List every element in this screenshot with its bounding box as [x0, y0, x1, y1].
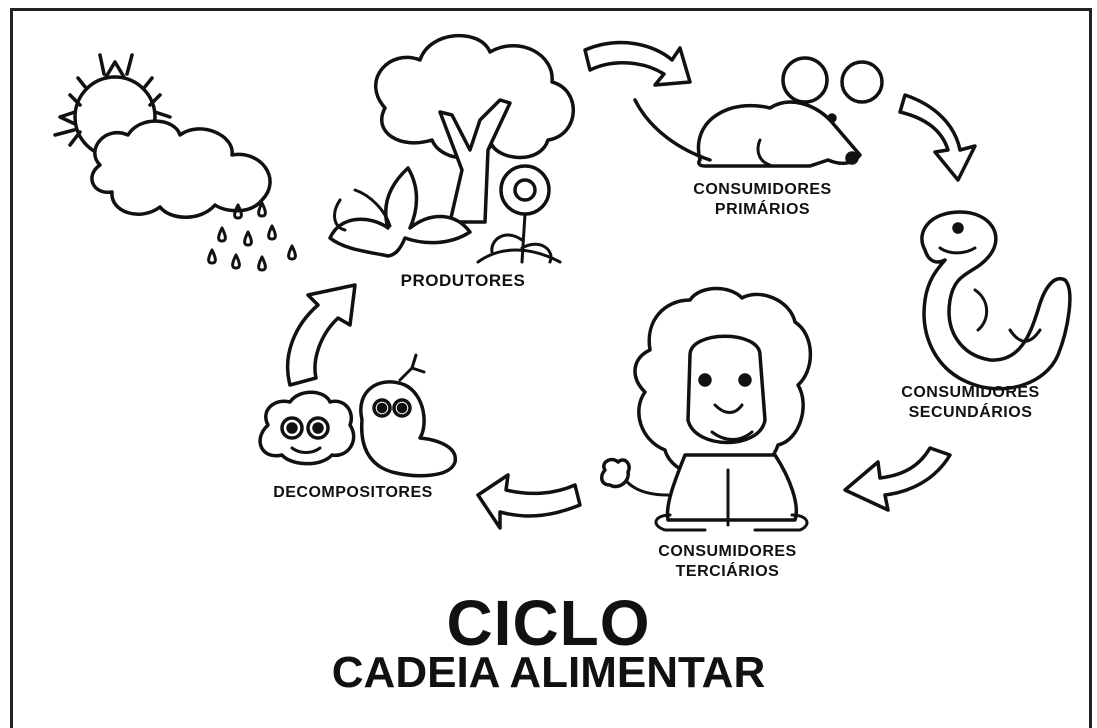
label-produtores: PRODUTORES	[378, 270, 548, 291]
sun-cloud-rain-icon	[53, 53, 297, 272]
lion-body	[665, 453, 798, 522]
secundarios-line-2: SECUNDÁRIOS	[908, 404, 1033, 421]
tree-canopy-icon	[373, 33, 576, 160]
arrow-down-icon	[898, 93, 977, 182]
terciarios-line-1: CONSUMIDORES	[658, 543, 797, 560]
tree-trunk-icon	[438, 98, 512, 224]
label-consumidores-primarios: CONSUMIDORES PRIMÁRIOS	[670, 180, 855, 220]
diagram-subtitle: CADEIA ALIMENTAR	[331, 648, 766, 697]
primarios-line-2: PRIMÁRIOS	[714, 201, 811, 218]
leafy-plant-icon	[328, 166, 472, 258]
produtores-line-1: PRODUTORES	[400, 271, 526, 290]
cloud-icon	[90, 119, 272, 219]
page-frame	[10, 8, 1092, 728]
diagram-artwork	[53, 33, 1072, 532]
arrow-left-icon	[476, 473, 582, 530]
label-consumidores-terciarios: CONSUMIDORES TERCIÁRIOS	[630, 542, 825, 582]
diagram-title: CICLO	[446, 587, 651, 659]
cycle-arrows	[285, 40, 977, 530]
producers-illustration	[328, 33, 576, 264]
primarios-line-1: CONSUMIDORES	[693, 181, 832, 198]
microbe-bean-icon	[359, 380, 457, 478]
flower-icon	[476, 164, 562, 264]
terciarios-line-2: TERCIÁRIOS	[675, 563, 780, 580]
decomposers-illustration	[258, 353, 457, 478]
secundarios-line-1: CONSUMIDORES	[901, 384, 1040, 401]
snake-icon	[920, 210, 1072, 391]
decompositores-line-1: DECOMPOSITORES	[273, 484, 433, 501]
arrow-right-icon	[583, 40, 692, 87]
raindrops-icon	[207, 201, 297, 272]
label-decompositores: DECOMPOSITORES	[238, 483, 468, 503]
arrow-up-icon	[285, 283, 357, 387]
lion-face	[686, 334, 767, 445]
mouse-icon	[633, 56, 884, 168]
label-consumidores-secundarios: CONSUMIDORES SECUNDÁRIOS	[878, 383, 1063, 423]
lion-icon	[600, 286, 813, 532]
arrow-down-left-icon	[843, 446, 952, 512]
